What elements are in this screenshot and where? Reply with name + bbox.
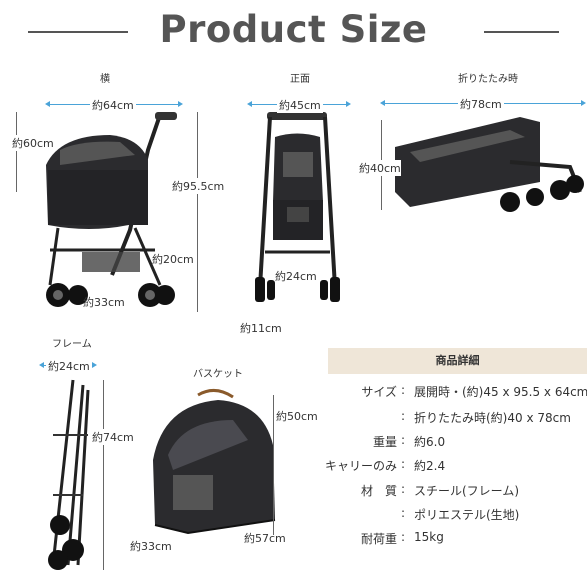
spec-val: 展開時・(約)45 x 95.5 x 64cm <box>414 385 587 399</box>
folded-stroller-image <box>395 117 584 212</box>
section-label-front: 正面 <box>290 74 310 85</box>
frame-width-label: 約24cm <box>46 358 92 374</box>
folded-length-arrow-left <box>380 100 385 106</box>
spec-val: 約2.4 <box>414 459 446 473</box>
spec-val: スチール(フレーム) <box>414 484 520 498</box>
folded-height-label: 約40cm <box>359 160 401 176</box>
frame-width-arrow-left <box>39 362 44 368</box>
section-label-side: 横 <box>100 74 110 85</box>
front-wheel-label: 約11cm <box>240 322 282 335</box>
spec-key: キャリーのみ <box>324 459 397 473</box>
front-width-label: 約45cm <box>277 97 323 113</box>
section-label-basket: バスケット <box>193 369 243 380</box>
section-label-folded: 折りたたみ時 <box>458 74 518 85</box>
side-total-height-label: 約95.5cm <box>172 178 225 194</box>
spec-colon: : <box>401 433 406 447</box>
side-width-label: 約64cm <box>90 97 136 113</box>
spec-colon: : <box>401 530 406 544</box>
side-height-label: 約60cm <box>12 135 54 151</box>
front-width-arrow-right <box>346 101 351 107</box>
folded-length-label: 約78cm <box>458 96 504 112</box>
spec-header: 商品詳細 <box>328 348 587 374</box>
basket-height-label: 約50cm <box>276 410 318 423</box>
spec-key: 重量 <box>372 435 397 449</box>
title-line-right <box>484 31 559 33</box>
spec-key: 耐荷重 <box>360 532 397 546</box>
frame-height-line <box>103 380 104 570</box>
spec-colon: : <box>401 506 406 520</box>
spec-val: 15kg <box>414 530 444 544</box>
frame-width-arrow-right <box>92 362 97 368</box>
basket-height-line <box>273 395 274 535</box>
spec-val: 折りたたみ時(約)40 x 78cm <box>414 411 571 425</box>
side-height-line <box>16 112 17 192</box>
side-under-height-label: 約20cm <box>152 253 194 266</box>
front-inner-label: 約24cm <box>275 270 317 283</box>
spec-colon: : <box>401 457 406 471</box>
basket-depth-label: 約33cm <box>130 540 172 553</box>
front-stroller-image <box>255 112 340 302</box>
basket-image <box>153 389 276 535</box>
side-total-height-line <box>197 112 198 312</box>
basket-length-label: 約57cm <box>244 532 286 545</box>
front-width-arrow-left <box>247 101 252 107</box>
title-line-left <box>28 31 128 33</box>
spec-colon: : <box>401 409 406 423</box>
spec-val: ポリエステル(生地) <box>414 508 520 522</box>
spec-val: 約6.0 <box>414 435 446 449</box>
folded-length-arrow-right <box>581 100 586 106</box>
spec-key: サイズ <box>361 385 397 399</box>
spec-key: 材 質 <box>360 484 397 498</box>
section-label-frame: フレーム <box>52 339 92 350</box>
spec-colon: : <box>401 383 406 397</box>
side-stroller-image <box>46 112 177 307</box>
page-title: Product Size <box>159 8 428 51</box>
frame-image <box>48 379 90 570</box>
side-wheelbase-label: 約33cm <box>83 296 125 309</box>
side-width-arrow-right <box>178 101 183 107</box>
spec-colon: : <box>401 482 406 496</box>
side-width-arrow-left <box>45 101 50 107</box>
frame-height-label: 約74cm <box>92 429 134 445</box>
